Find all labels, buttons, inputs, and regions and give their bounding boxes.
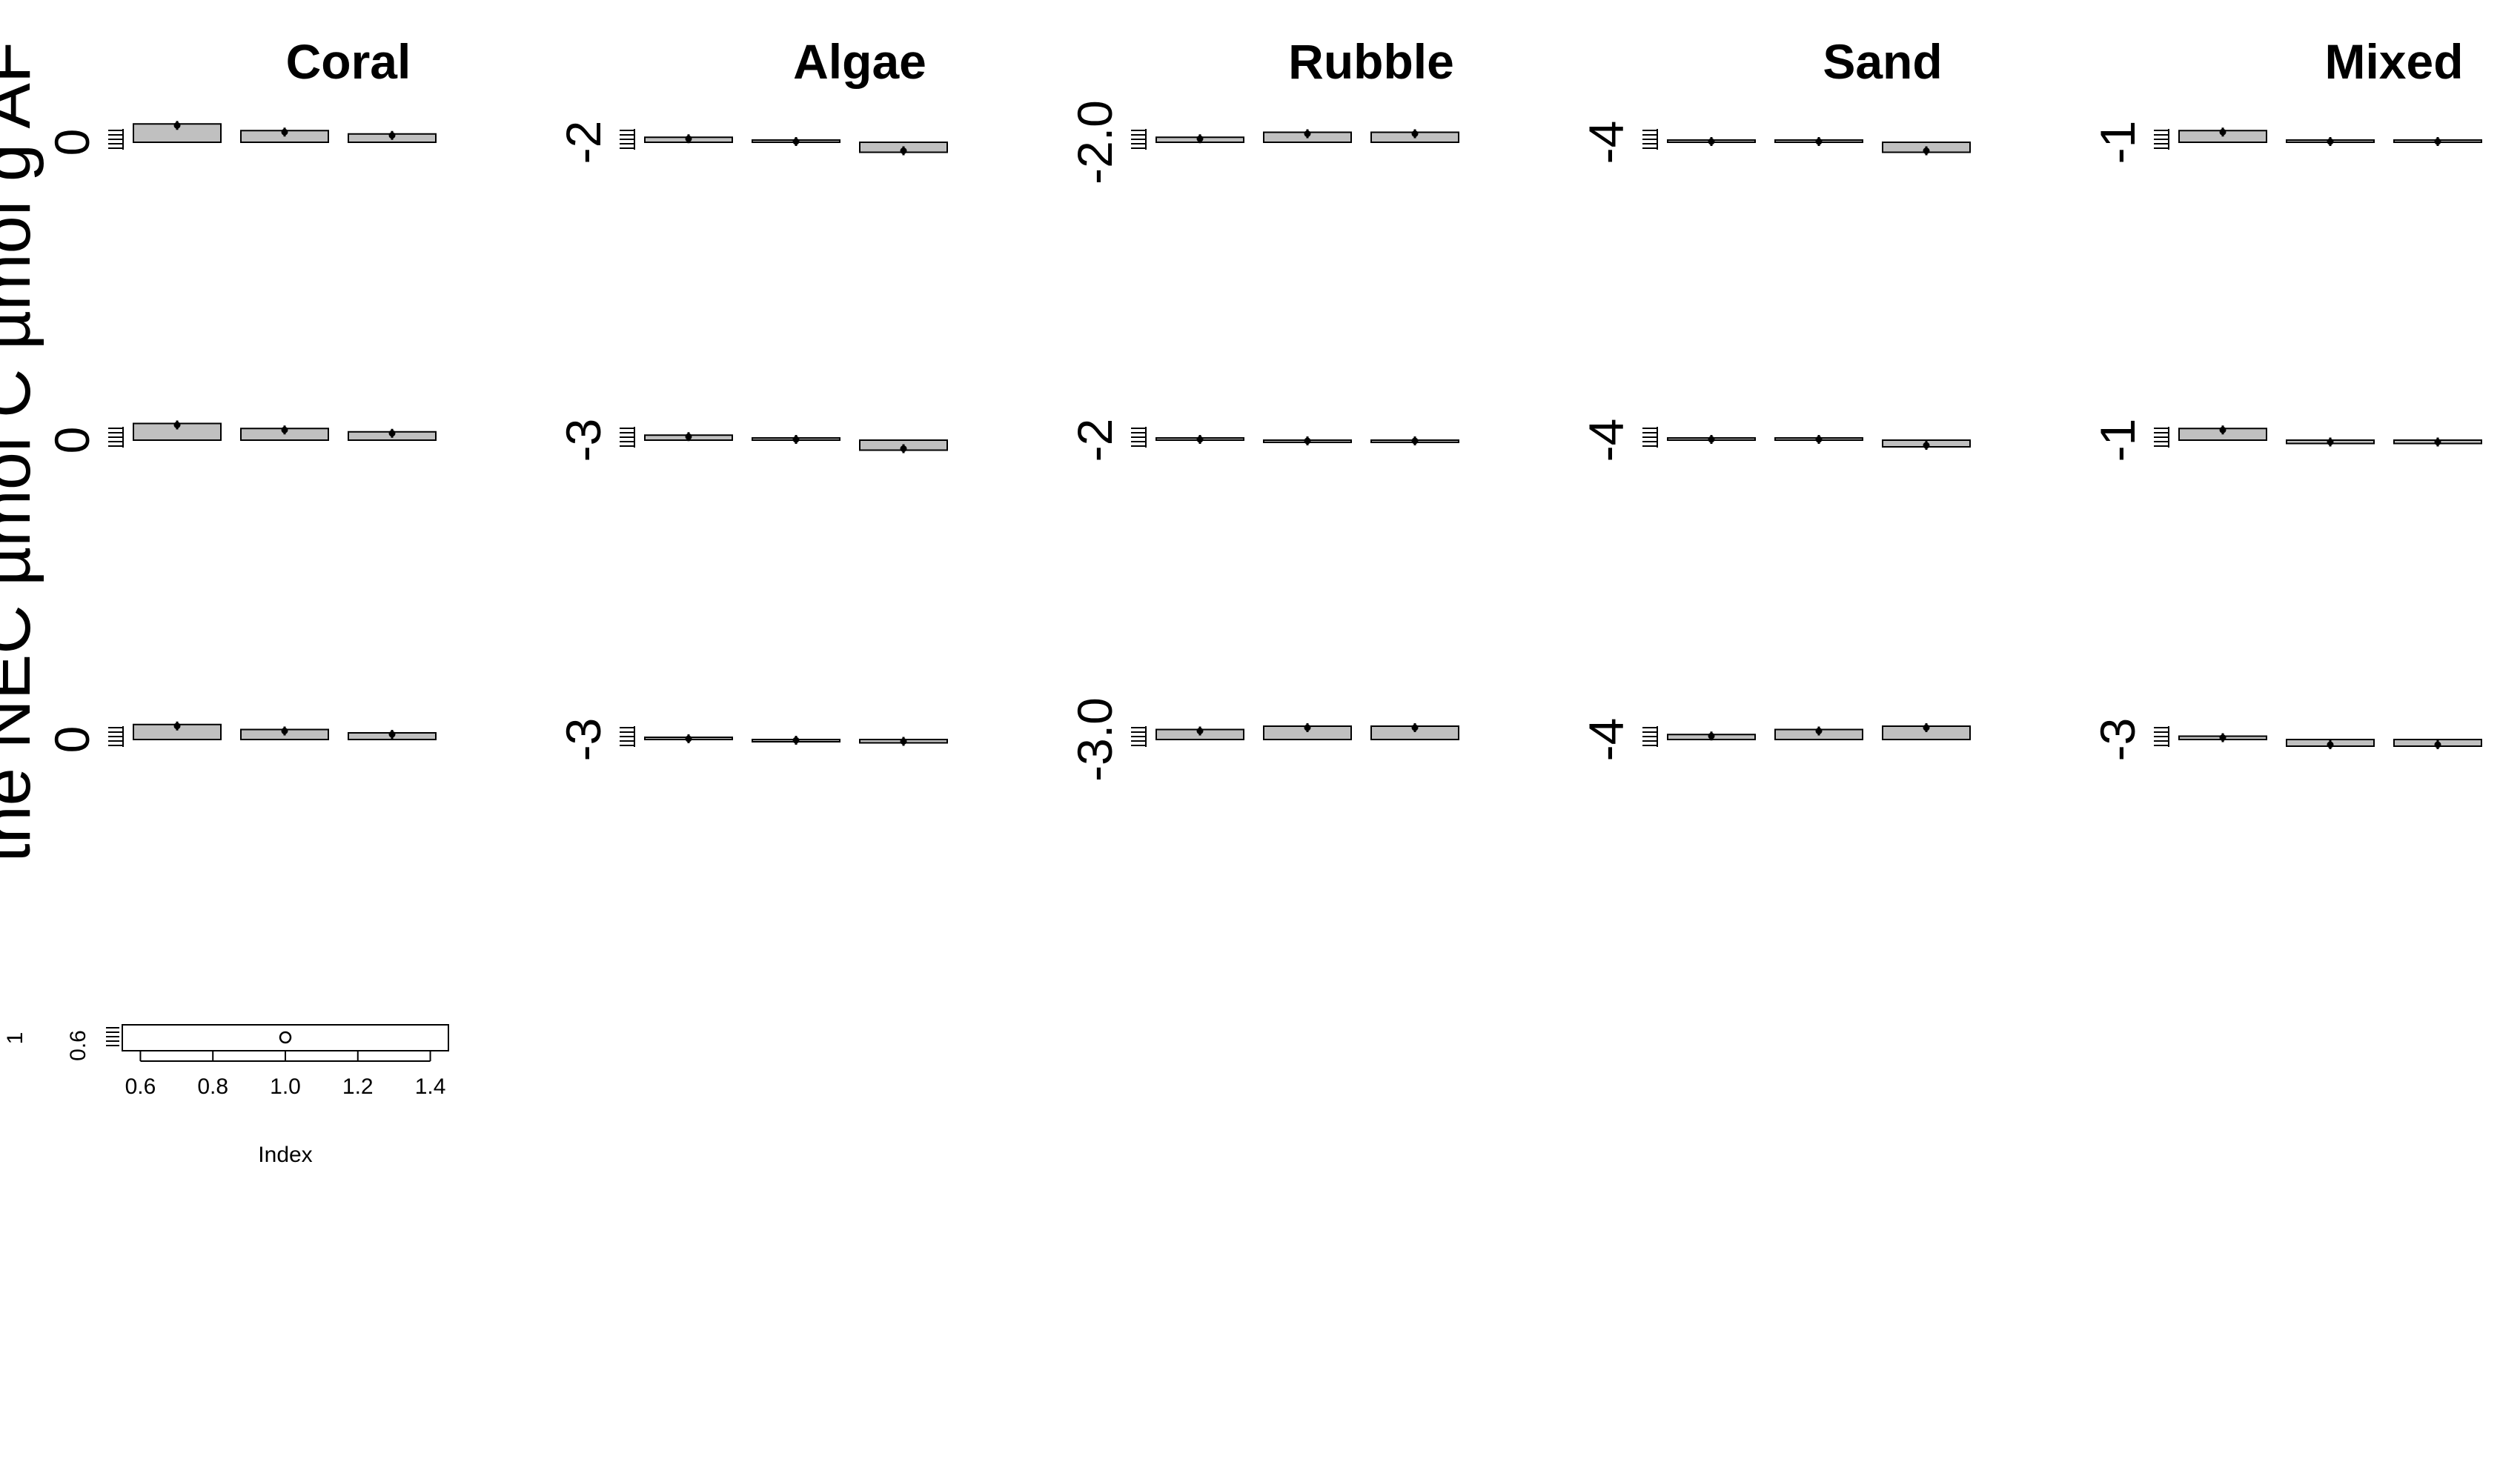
y-tick-label: -3.0 — [1067, 697, 1122, 782]
y-tick-label: -4 — [1579, 718, 1634, 762]
panel-rubble-row-1: -2.0 — [1067, 100, 1459, 185]
y-tick-label: 0 — [44, 726, 99, 754]
x-axis-label: Index — [258, 1143, 312, 1167]
x-tick-label: 1.2 — [342, 1074, 374, 1099]
panel-title-algae: Algae — [793, 34, 926, 89]
shared-y-axis-label: the NEC µmol C µmol g AF — [0, 41, 44, 863]
panel-mixed-row-3: -3 — [2090, 718, 2482, 762]
y-tick-label: -2 — [1067, 419, 1122, 462]
panel-algae-row-1: -2 — [556, 121, 948, 165]
x-tick-label: 1.0 — [270, 1074, 301, 1099]
y-tick-label: 0 — [44, 129, 99, 156]
panel-title-sand: Sand — [1823, 34, 1942, 89]
panel-grid: Coral Algae Rubble Sand Mixed 0 -2 -2.0 -4 -1 0 -3 -… — [44, 34, 2482, 782]
y-tick-label: -1 — [2090, 419, 2145, 462]
panel-coral-row-3: 0 — [44, 721, 437, 754]
y-tick-label: -3 — [2090, 718, 2145, 762]
y-tick-label: 0.6 — [66, 1030, 90, 1061]
y-tick-label: -3 — [556, 718, 611, 762]
x-tick-label: 0.8 — [197, 1074, 228, 1099]
panel-sand-row-3: -4 — [1579, 718, 1971, 762]
panel-coral-row-1: 0 — [44, 121, 437, 156]
panel-sand-row-2: -4 — [1579, 419, 1971, 462]
x-tick-label: 1.4 — [415, 1074, 446, 1099]
panel-coral-row-2: 0 — [44, 420, 437, 454]
panel-title-rubble: Rubble — [1288, 34, 1454, 89]
panel-algae-row-3: -3 — [556, 718, 948, 762]
scatter-point — [279, 1031, 292, 1044]
y-tick-label: -2.0 — [1067, 100, 1122, 185]
y-tick-label: -4 — [1579, 121, 1634, 165]
y-tick-label: -1 — [2090, 121, 2145, 165]
panel-mixed-row-2: -1 — [2090, 419, 2482, 462]
y-tick-label: -2 — [556, 121, 611, 165]
panel-title-mixed: Mixed — [2324, 34, 2463, 89]
x-tick-label: 0.6 — [125, 1074, 156, 1099]
panel-rubble-row-2: -2 — [1067, 419, 1459, 462]
y-tick-label: -3 — [556, 419, 611, 462]
y-tick-label: 0 — [44, 427, 99, 454]
y-axis-label: 1 — [3, 1032, 27, 1045]
panel-mixed-row-1: -1 — [2090, 121, 2482, 165]
panel-rubble-row-3: -3.0 — [1067, 697, 1459, 782]
y-tick-label: -4 — [1579, 419, 1634, 462]
panel-title-coral: Coral — [286, 34, 411, 89]
panel-sand-row-1: -4 — [1579, 121, 1971, 165]
plot-box — [122, 1024, 449, 1051]
panel-algae-row-2: -3 — [556, 419, 948, 462]
